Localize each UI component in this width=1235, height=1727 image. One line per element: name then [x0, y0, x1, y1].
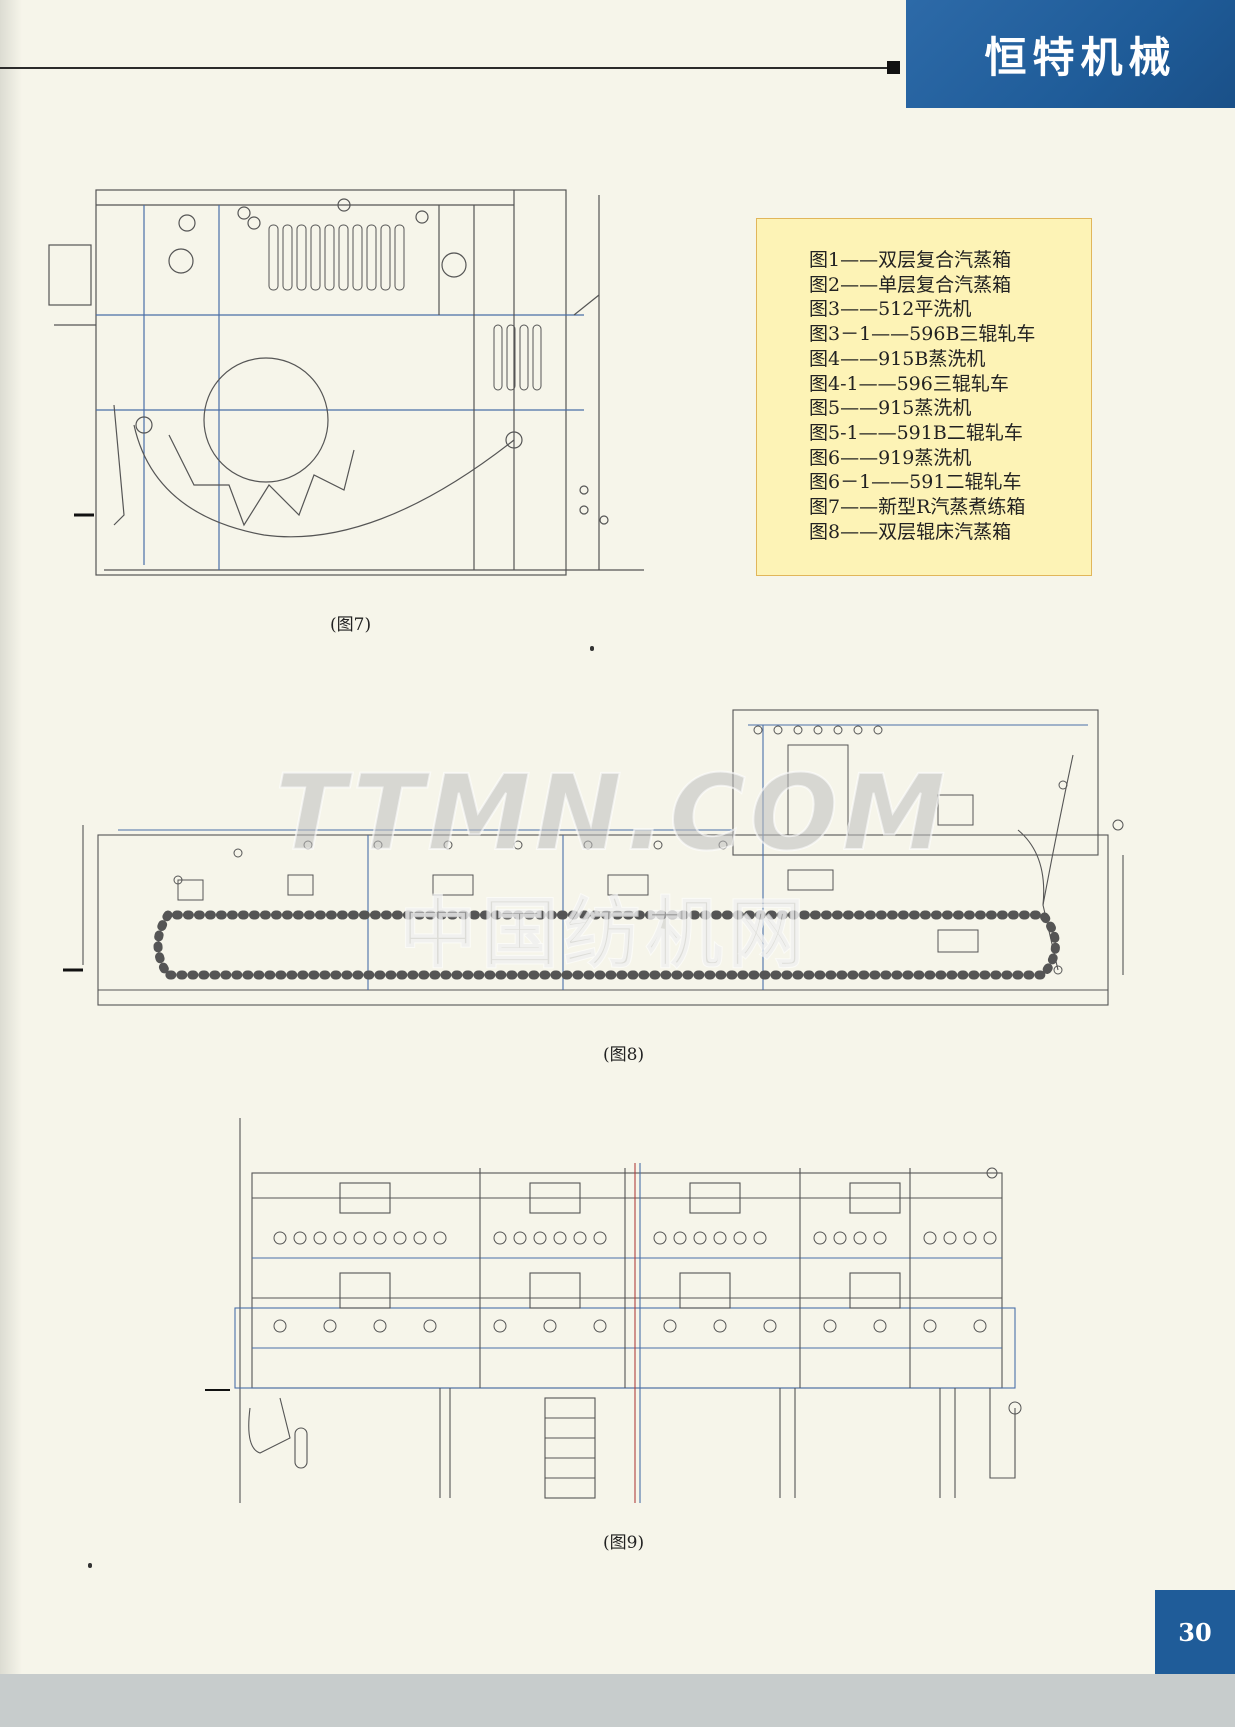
- brand-title: 恒特机械: [906, 0, 1235, 108]
- legend-item: 图4——915B蒸洗机: [809, 347, 986, 370]
- header-rule-marker: [887, 61, 900, 74]
- scan-speck: [88, 1563, 92, 1568]
- figure-legend: 图1——双层复合汽蒸箱 图2——单层复合汽蒸箱 图3——512平洗机 图3－1—…: [756, 218, 1092, 576]
- figure-7-caption: (图7): [330, 615, 372, 635]
- figure-7-drawing: [44, 185, 664, 585]
- figure-8-caption: (图8): [603, 1045, 645, 1065]
- legend-item: 图2——单层复合汽蒸箱: [809, 273, 1012, 296]
- legend-item: 图4-1——596三辊轧车: [809, 372, 1009, 395]
- figure-8-drawing: [58, 705, 1138, 1015]
- legend-item: 图5——915蒸洗机: [809, 397, 972, 420]
- page-number: 30: [1155, 1590, 1235, 1674]
- legend-item: 图3－1——596B三辊轧车: [809, 323, 1036, 346]
- legend-item: 图6——919蒸洗机: [809, 446, 972, 469]
- legend-item: 图3——512平洗机: [809, 298, 972, 321]
- scan-speck: [590, 646, 594, 651]
- legend-item: 图7——新型R汽蒸煮练箱: [809, 496, 1026, 519]
- legend-item: 图5-1——591B二辊轧车: [809, 421, 1023, 444]
- figure-9-drawing: [200, 1108, 1030, 1508]
- legend-item: 图8——双层辊床汽蒸箱: [809, 520, 1012, 543]
- header-rule: [0, 67, 895, 69]
- figure-9-caption: (图9): [603, 1533, 645, 1553]
- scan-bottom-strip: [0, 1674, 1235, 1727]
- legend-item: 图1——双层复合汽蒸箱: [809, 249, 1012, 271]
- scan-shadow: [0, 0, 22, 1727]
- legend-item: 图6－1——591二辊轧车: [809, 471, 1022, 494]
